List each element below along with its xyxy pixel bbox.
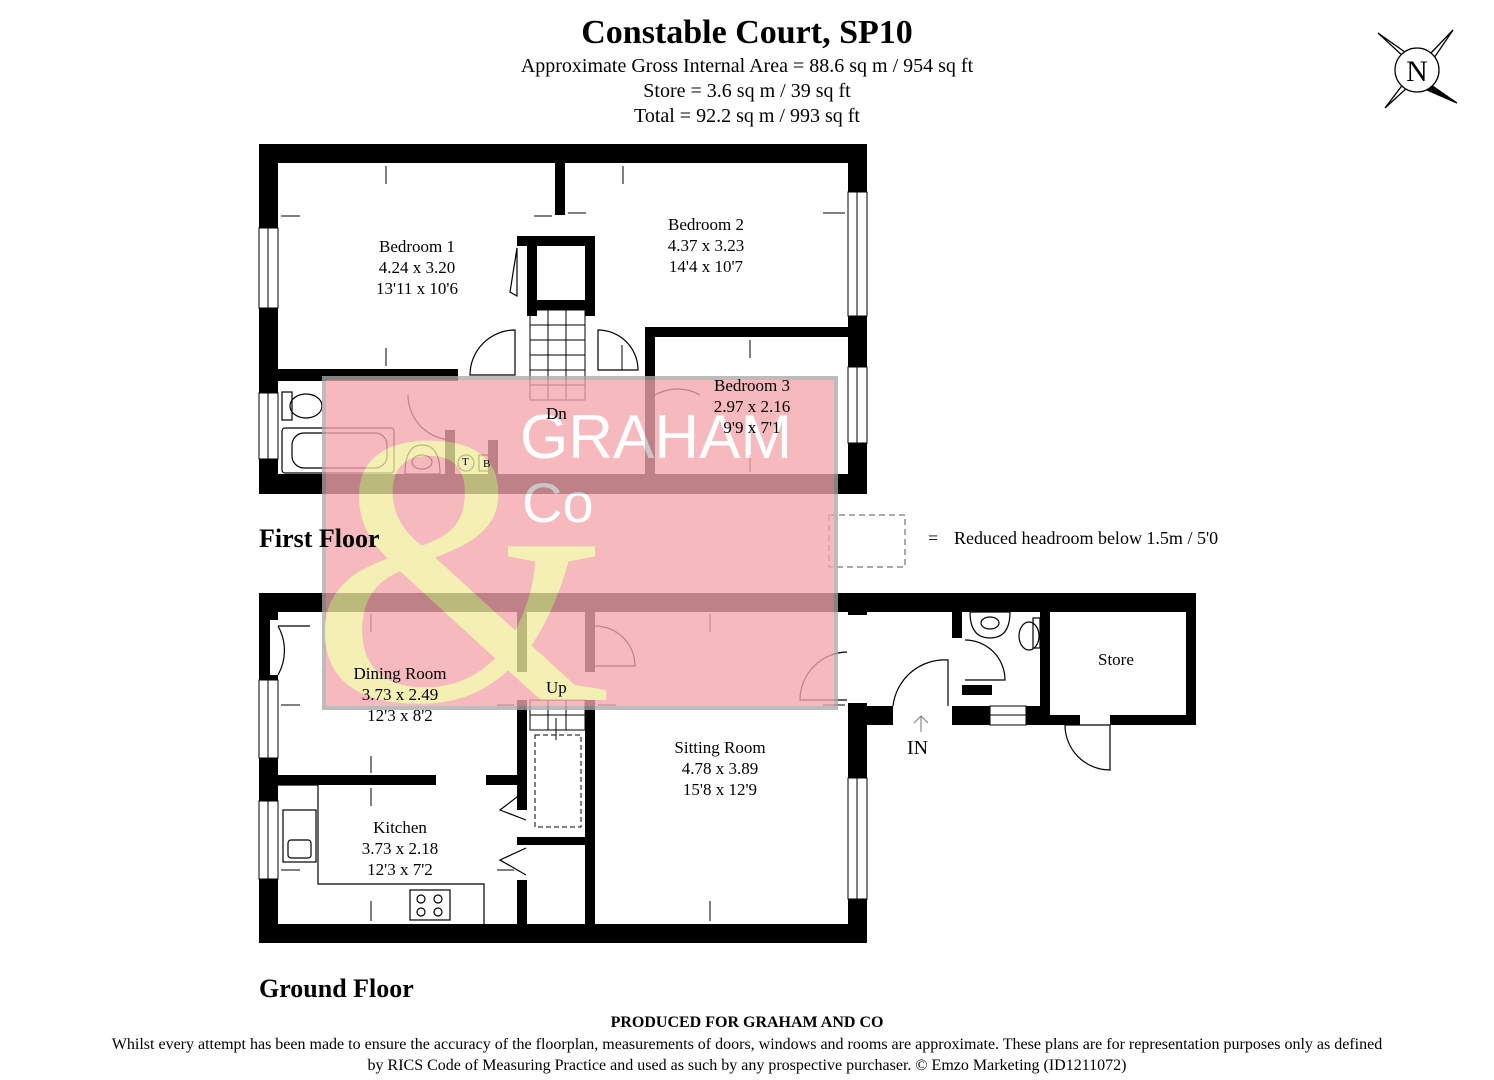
room-bedroom2: Bedroom 2 4.37 x 3.23 14'4 x 10'7 (606, 214, 806, 277)
watermark-text-graham: GRAHAM (520, 403, 792, 472)
boiler-label: B (483, 458, 491, 470)
room-name: Bedroom 1 (378, 237, 456, 256)
room-metric: 4.37 x 3.23 (667, 236, 745, 255)
reduced-headroom-legend-box (828, 514, 906, 568)
entrance-arrow-icon (913, 715, 929, 732)
store-area-line: Store = 3.6 sq m / 39 sq ft (643, 80, 851, 102)
room-imperial: 15'8 x 12'9 (682, 780, 758, 799)
first-floor-wall-top (259, 144, 867, 163)
room-metric: 4.78 x 3.89 (681, 759, 759, 778)
produced-for: PRODUCED FOR GRAHAM AND CO (610, 1014, 884, 1031)
basin-icon-ground (969, 611, 1011, 639)
room-bedroom3: Bedroom 3 2.97 x 2.16 9'9 x 7'1 (652, 375, 852, 438)
room-name: Sitting Room (674, 738, 766, 757)
watermark-ampersand-icon: & (310, 353, 613, 785)
sink-icon (282, 809, 317, 863)
toilet-icon-ground (1018, 617, 1041, 651)
room-dining: Dining Room 3.73 x 2.49 12'3 x 8'2 (300, 663, 500, 726)
wall-bedroom1-2 (555, 163, 565, 215)
room-metric: 3.73 x 2.18 (361, 839, 439, 858)
disclaimer: Whilst every attempt has been made to en… (111, 1036, 1383, 1074)
room-metric: 2.97 x 2.16 (713, 397, 791, 416)
entrance-label: IN (907, 737, 929, 759)
room-sitting: Sitting Room 4.78 x 3.89 15'8 x 12'9 (620, 737, 820, 800)
stairs-down-label: Dn (546, 404, 567, 423)
watermark-box (324, 378, 836, 708)
room-name: Bedroom 2 (667, 215, 745, 234)
legend-text: Reduced headroom below 1.5m / 5'0 (954, 528, 1219, 548)
stairs-up-label: Up (546, 678, 567, 697)
first-floor-label: First Floor (259, 524, 380, 553)
room-store: Store (1098, 650, 1134, 669)
watermark-text-co: Co (522, 471, 594, 534)
ground-floor-label: Ground Floor (259, 974, 414, 1003)
room-imperial: 12'3 x 8'2 (367, 706, 433, 725)
tank-label: T (462, 456, 469, 468)
room-name: Bedroom 3 (713, 376, 791, 395)
page-title: Constable Court, SP10 (581, 14, 913, 51)
room-imperial: 9'9 x 7'1 (723, 418, 781, 437)
legend-equals: = (928, 528, 939, 548)
room-name: Kitchen (373, 818, 427, 837)
svg-text:N: N (1406, 55, 1428, 88)
room-name: Dining Room (353, 664, 447, 683)
room-imperial: 12'3 x 7'2 (367, 860, 433, 879)
compass-rose-icon: N (1377, 29, 1458, 109)
room-imperial: 13'11 x 10'6 (376, 279, 458, 298)
room-bedroom1: Bedroom 1 4.24 x 3.20 13'11 x 10'6 (317, 236, 517, 299)
room-metric: 4.24 x 3.20 (378, 258, 456, 277)
watermark: & GRAHAM Co (310, 353, 838, 785)
room-kitchen: Kitchen 3.73 x 2.18 12'3 x 7'2 (300, 817, 500, 880)
room-metric: 3.73 x 2.49 (361, 685, 439, 704)
room-imperial: 14'4 x 10'7 (668, 257, 744, 276)
hob-icon (409, 889, 451, 921)
gross-area-line: Approximate Gross Internal Area = 88.6 s… (520, 55, 974, 77)
total-area-line: Total = 92.2 sq m / 993 sq ft (634, 105, 860, 127)
